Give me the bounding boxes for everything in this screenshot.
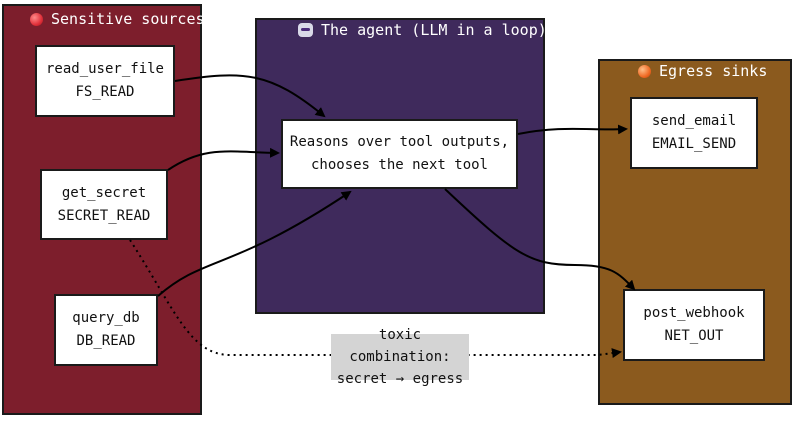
tool-read-user-file: read_user_file FS_READ <box>35 45 175 117</box>
tool-name: send_email <box>651 113 737 129</box>
arrow-agent-to-post-webhook <box>444 188 636 291</box>
tool-post-webhook: post_webhook NET_OUT <box>623 289 765 361</box>
toxic-combination-label: toxic combination: secret → egress <box>331 327 469 387</box>
arrow-read-user-file-to-agent <box>174 74 326 118</box>
tool-capability: FS_READ <box>75 84 135 100</box>
red-circle-icon <box>30 12 43 26</box>
sinks-title-text: Egress sinks <box>659 62 768 80</box>
orange-circle-icon <box>638 64 651 78</box>
agent-reasoning-box: Reasons over tool outputs, chooses the n… <box>281 119 518 189</box>
agent-box-line2: chooses the next tool <box>310 157 488 173</box>
tool-get-secret: get_secret SECRET_READ <box>40 169 168 240</box>
toxic-label-line1: toxic combination: <box>349 327 451 365</box>
toxic-label-line2: secret → egress <box>336 371 464 387</box>
tool-capability: DB_READ <box>76 333 136 349</box>
agent-box-line1: Reasons over tool outputs, <box>289 134 510 150</box>
tool-capability: EMAIL_SEND <box>651 136 737 152</box>
tool-capability: NET_OUT <box>664 328 724 344</box>
sinks-title: Egress sinks <box>638 62 767 80</box>
tool-name: query_db <box>72 310 140 326</box>
tool-query-db: query_db DB_READ <box>54 294 158 366</box>
arrow-agent-to-send-email <box>517 124 628 135</box>
tool-name: post_webhook <box>643 305 745 321</box>
arrow-toxic-secret-to-webhook <box>129 239 622 359</box>
arrow-get-secret-to-agent <box>167 147 280 171</box>
agent-title-text: The agent (LLM in a loop) <box>321 21 547 39</box>
tool-send-email: send_email EMAIL_SEND <box>630 97 758 169</box>
robot-icon <box>298 23 313 37</box>
tool-name: get_secret <box>61 184 147 201</box>
tool-capability: SECRET_READ <box>57 207 151 224</box>
tool-name: read_user_file <box>45 61 164 77</box>
agent-title: The agent (LLM in a loop) <box>298 21 547 39</box>
arrow-query-db-to-agent <box>157 190 352 297</box>
sources-title: Sensitive sources <box>30 10 205 28</box>
sources-title-text: Sensitive sources <box>51 10 205 28</box>
